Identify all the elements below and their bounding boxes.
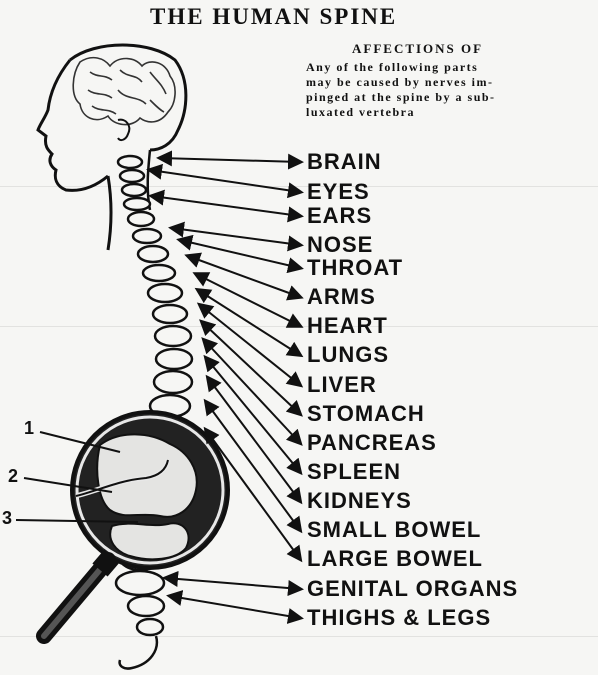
diagram-subtitle: AFFECTIONS OF <box>352 41 483 57</box>
organ-label-brain: BRAIN <box>307 150 382 174</box>
organ-label-throat: THROAT <box>307 256 403 280</box>
sacrum <box>116 571 164 669</box>
callout-number: 1 <box>24 418 34 439</box>
description-line: may be caused by nerves im- <box>306 75 592 90</box>
nerve-pointer-arrow <box>196 274 300 326</box>
brain-icon <box>73 58 175 125</box>
organ-label-lungs: LUNGS <box>307 343 389 367</box>
organ-label-liver: LIVER <box>307 373 377 397</box>
description-line: pinged at the spine by a sub- <box>306 90 592 105</box>
organ-label-thighs-legs: THIGHS & LEGS <box>307 606 491 630</box>
organ-label-large-bowel: LARGE BOWEL <box>307 547 483 571</box>
head-profile <box>38 45 186 250</box>
nerve-pointer-arrow <box>202 322 300 414</box>
diagram-title: THE HUMAN SPINE <box>150 4 397 30</box>
ear-icon <box>118 120 129 140</box>
nerve-pointer-arrow <box>150 170 300 192</box>
organ-label-eyes: EYES <box>307 180 370 204</box>
callout-number: 2 <box>8 466 18 487</box>
diagram-description: Any of the following parts may be caused… <box>306 60 592 120</box>
organ-label-nose: NOSE <box>307 233 373 257</box>
nerve-pointer-arrow <box>170 596 300 618</box>
description-line: luxated vertebra <box>306 105 592 120</box>
organ-label-heart: HEART <box>307 314 388 338</box>
organ-label-small-bowel: SMALL BOWEL <box>307 518 481 542</box>
nerve-pointer-arrow <box>188 256 300 297</box>
organ-label-pancreas: PANCREAS <box>307 431 437 455</box>
organ-label-stomach: STOMACH <box>307 402 425 426</box>
nerve-pointer-arrow <box>180 240 300 268</box>
organ-label-arms: ARMS <box>307 285 376 309</box>
organ-label-genital-organs: GENITAL ORGANS <box>307 577 518 601</box>
callout-number: 3 <box>2 508 12 529</box>
nerve-pointer-arrow <box>166 578 300 589</box>
organ-label-kidneys: KIDNEYS <box>307 489 412 513</box>
description-line: Any of the following parts <box>306 60 592 75</box>
organ-label-ears: EARS <box>307 204 372 228</box>
organ-label-spleen: SPLEEN <box>307 460 401 484</box>
nerve-pointer-arrow <box>152 196 300 216</box>
nerve-pointer-arrow <box>160 158 300 162</box>
